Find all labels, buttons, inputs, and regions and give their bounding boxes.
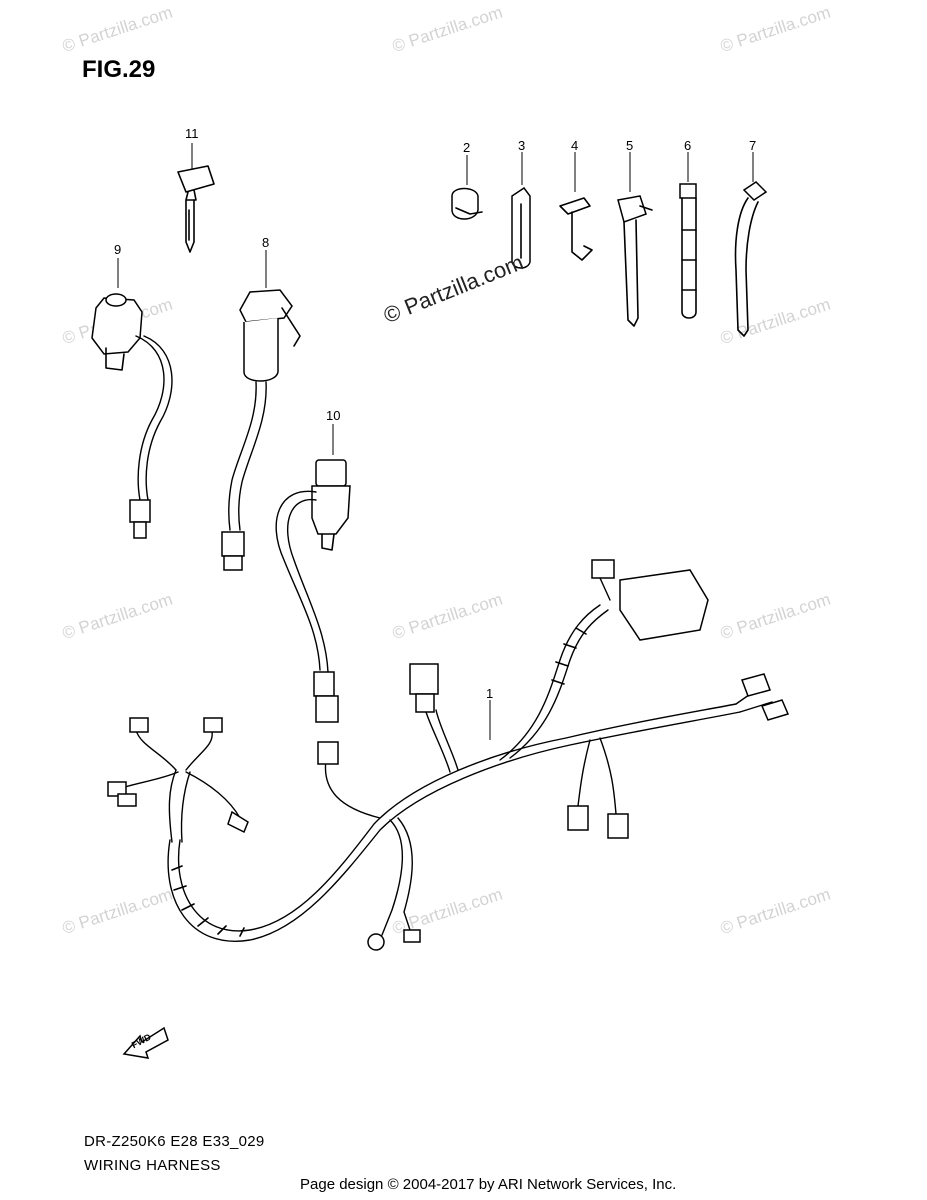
part-1-main-harness[interactable] xyxy=(107,559,790,951)
callout-11: 11 xyxy=(185,126,199,141)
callout-7: 7 xyxy=(749,138,757,153)
part-7-tie[interactable] xyxy=(734,152,768,337)
part-2-clamp[interactable] xyxy=(451,155,483,220)
part-10-switch[interactable] xyxy=(275,424,351,723)
figure-title: FIG.29 xyxy=(82,56,156,83)
footer-copyright: Page design © 2004-2017 by ARI Network S… xyxy=(300,1176,677,1193)
figure-code: DR-Z250K6 E28 E33_029 xyxy=(84,1133,265,1150)
part-6-tie[interactable] xyxy=(679,152,697,319)
callout-8: 8 xyxy=(262,235,270,250)
callout-1: 1 xyxy=(486,686,494,701)
callout-5: 5 xyxy=(626,138,634,153)
figure-name: WIRING HARNESS xyxy=(84,1157,221,1174)
part-8-ignition-switch[interactable] xyxy=(221,250,301,571)
callout-2: 2 xyxy=(463,140,471,155)
callout-9: 9 xyxy=(114,242,122,257)
fwd-arrow-icon xyxy=(122,1026,169,1059)
part-4-clamp[interactable] xyxy=(559,152,593,261)
callout-6: 6 xyxy=(684,138,692,153)
callout-4: 4 xyxy=(571,138,579,153)
part-5-tie[interactable] xyxy=(617,152,653,327)
callout-3: 3 xyxy=(518,138,526,153)
part-3-clamp[interactable] xyxy=(511,152,531,269)
callout-10: 10 xyxy=(326,408,341,423)
part-11-key[interactable] xyxy=(177,143,215,253)
part-9-switch[interactable] xyxy=(91,258,173,539)
